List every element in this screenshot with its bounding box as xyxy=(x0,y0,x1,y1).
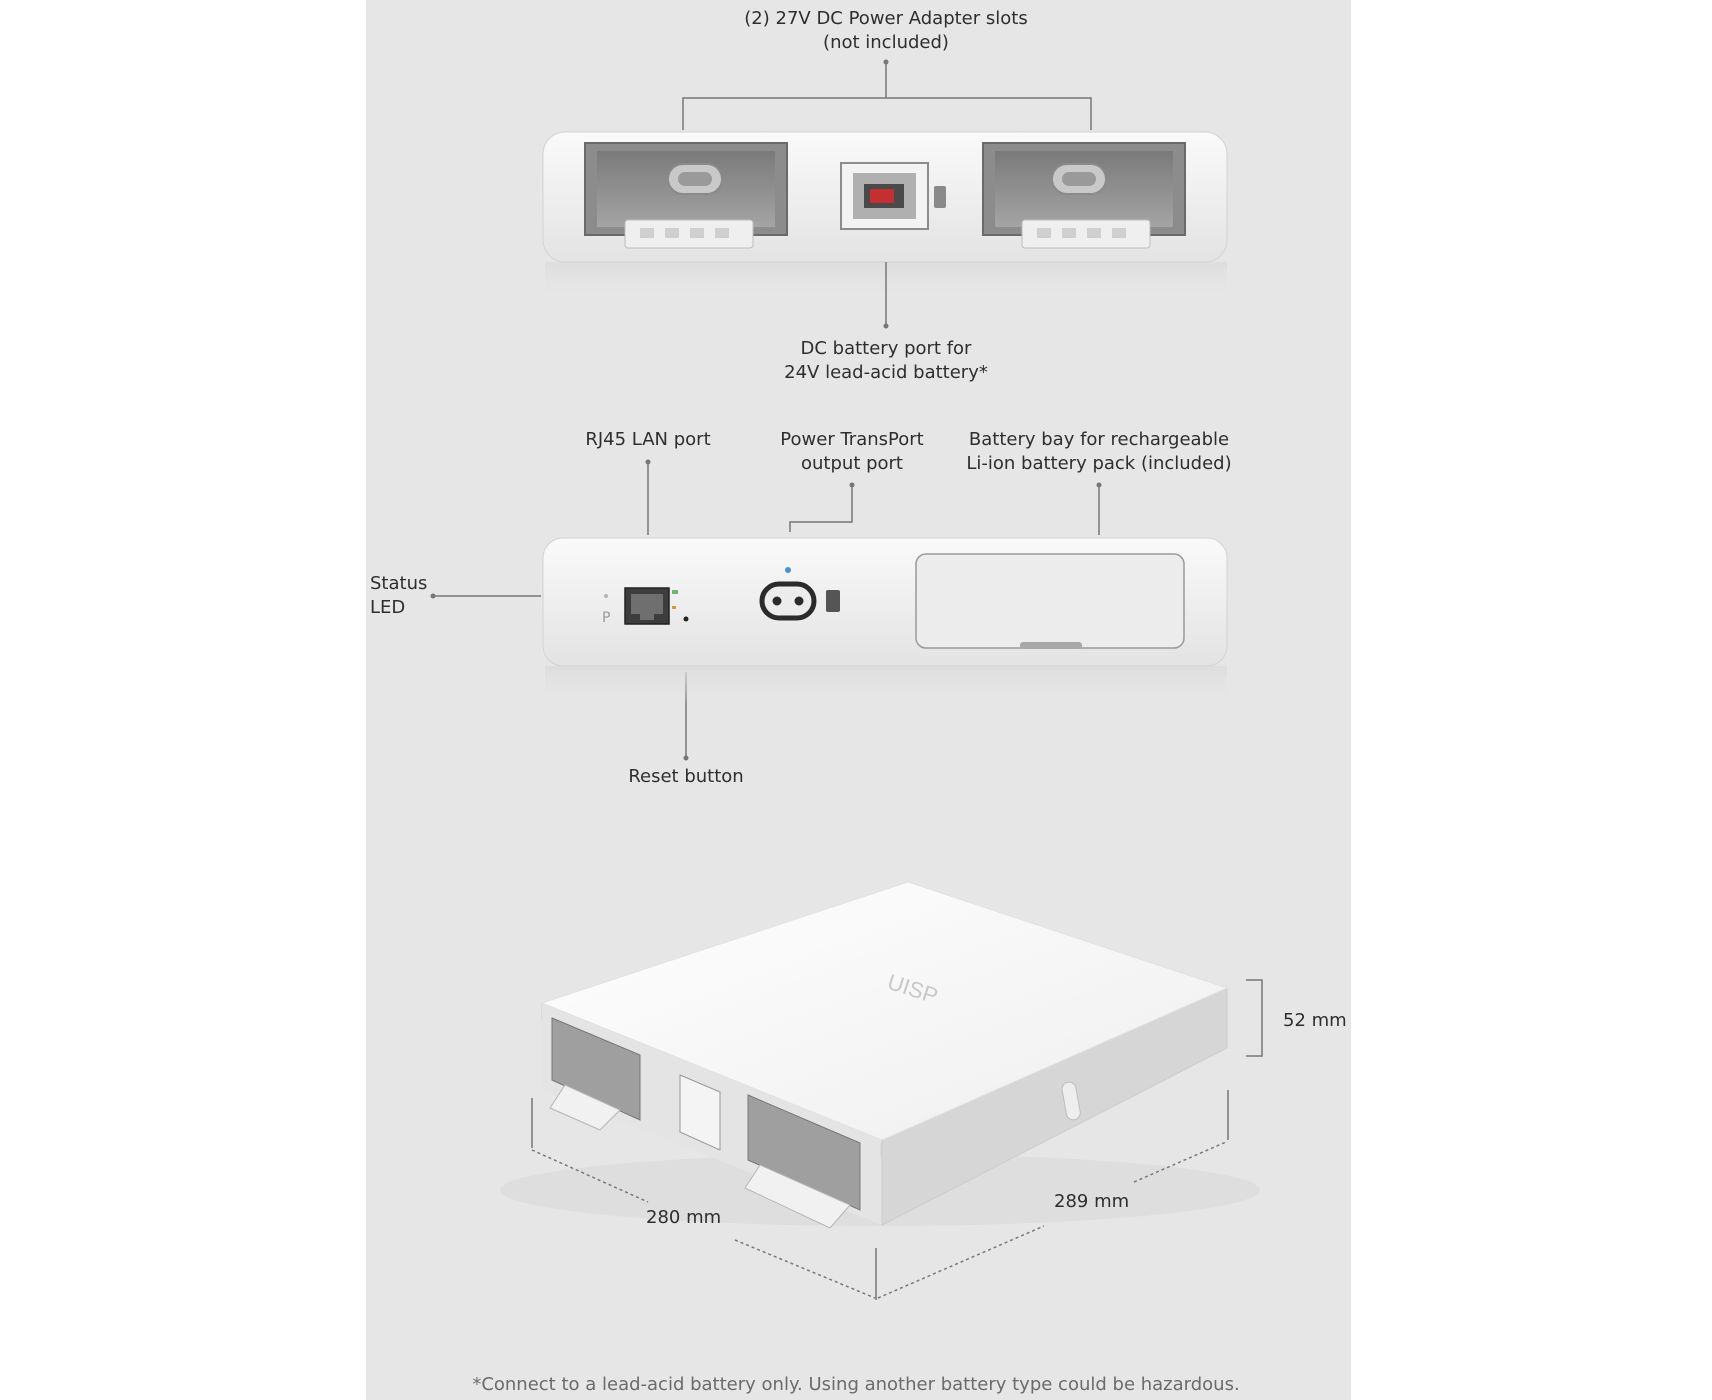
rear-view xyxy=(542,59,1228,329)
adapter-slot-right xyxy=(982,142,1186,249)
status-led xyxy=(604,594,608,598)
leader-line xyxy=(789,485,853,532)
device-top xyxy=(540,881,1229,1141)
battery-bay-label: Battery bay for rechargeable Li-ion batt… xyxy=(966,429,1232,474)
rj45-lan-port[interactable] xyxy=(624,587,678,625)
depth-label: 289 mm xyxy=(1054,1191,1130,1212)
reset-label: Reset button xyxy=(628,766,744,787)
battery-bay[interactable] xyxy=(915,553,1185,649)
width-label: 280 mm xyxy=(646,1207,722,1228)
transport-label: Power TransPort output port xyxy=(780,429,924,474)
dc-battery-port[interactable] xyxy=(840,162,946,230)
dc-port-label: DC battery port for 24V lead-acid batter… xyxy=(784,338,988,383)
height-dimension-line xyxy=(1246,979,1263,1057)
reset-button[interactable] xyxy=(683,616,689,622)
rj45-label: RJ45 LAN port xyxy=(585,429,711,450)
iso-view: UISP xyxy=(500,881,1263,1300)
led-mark: P xyxy=(602,610,611,626)
adapter-slot-left xyxy=(584,142,788,249)
footnote: *Connect to a lead-acid battery only. Us… xyxy=(472,1374,1240,1395)
height-label: 52 mm xyxy=(1283,1010,1347,1031)
front-view xyxy=(430,459,1228,761)
adapter-slots-label: (2) 27V DC Power Adapter slots (not incl… xyxy=(744,8,1028,53)
bracket-line xyxy=(682,97,1092,130)
transport-output-port[interactable] xyxy=(759,567,840,621)
depth-dimension-line xyxy=(877,1225,1045,1299)
status-led-label: Status LED xyxy=(370,573,428,618)
